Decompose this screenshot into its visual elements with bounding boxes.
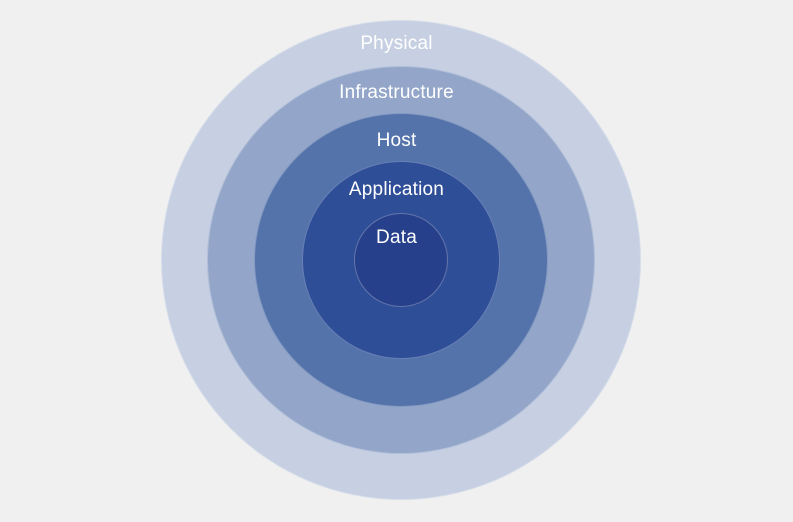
layer-circle-data	[354, 213, 448, 307]
layer-label-data: Data	[376, 227, 417, 248]
layer-label-physical: Physical	[360, 33, 433, 54]
layer-label-infrastructure: Infrastructure	[339, 82, 454, 103]
layer-label-application: Application	[348, 179, 445, 200]
layer-label-host: Host	[376, 130, 417, 151]
